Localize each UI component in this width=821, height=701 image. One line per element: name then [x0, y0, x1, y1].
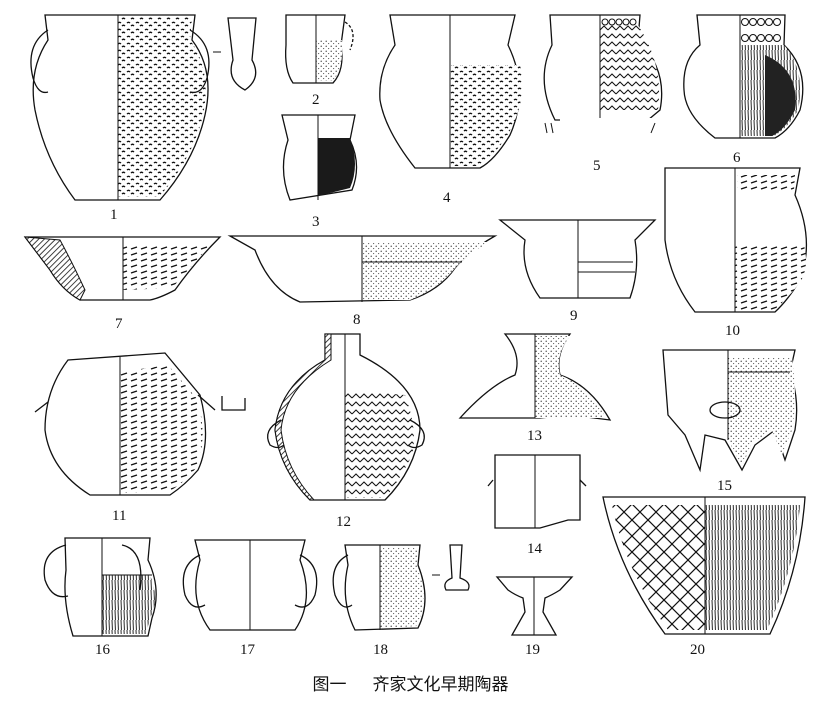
figure-title: 齐家文化早期陶器 [372, 675, 509, 695]
vessel-15-number: 15 [717, 478, 732, 494]
vessel-5-number: 5 [593, 158, 601, 174]
vessel-8-number: 8 [353, 312, 361, 328]
vessel-10 [664, 167, 808, 313]
vessel-12 [267, 333, 425, 501]
vessel-16-number: 16 [95, 642, 111, 658]
vessel-2-number: 2 [312, 92, 320, 108]
vessel-17-number: 17 [240, 642, 256, 658]
vessel-16 [43, 537, 157, 637]
vessel-13 [458, 333, 612, 421]
vessel-11-number: 11 [112, 508, 126, 524]
vessel-14-number: 14 [527, 541, 543, 557]
vessel-7 [23, 236, 222, 301]
vessel-6-number: 6 [733, 150, 741, 166]
vessel-4-number: 4 [443, 190, 451, 206]
vessel-5 [543, 14, 663, 138]
vessel-2 [285, 14, 354, 84]
vessel-6 [683, 14, 804, 139]
vessel-12-number: 12 [336, 514, 351, 530]
vessel-10-number: 10 [725, 323, 740, 339]
vessel-20-number: 20 [690, 642, 705, 658]
vessel-18-number: 18 [373, 642, 388, 658]
vessel-1-number: 1 [110, 207, 118, 223]
vessel-11 [34, 352, 246, 496]
vessel-20 [602, 496, 806, 635]
vessel-18 [332, 544, 470, 631]
vessel-13-number: 13 [527, 428, 542, 444]
vessel-7-number: 7 [115, 316, 123, 332]
vessel-3 [281, 114, 358, 201]
figure-label: 图一 [312, 675, 347, 695]
vessel-17 [182, 539, 318, 631]
vessel-1-handle-detail [213, 17, 257, 91]
vessel-4 [379, 14, 523, 169]
vessel-9 [498, 219, 657, 299]
vessel-9-number: 9 [570, 308, 578, 324]
vessel-1 [30, 14, 257, 201]
vessel-8 [227, 235, 498, 303]
vessel-15 [662, 349, 798, 473]
figure-caption: 图一 齐家文化早期陶器 [0, 670, 821, 695]
vessel-18-handle-detail [432, 544, 470, 591]
vessel-19 [495, 576, 574, 636]
vessel-19-number: 19 [525, 642, 540, 658]
vessel-3-number: 3 [312, 214, 320, 230]
vessel-14 [487, 454, 587, 529]
